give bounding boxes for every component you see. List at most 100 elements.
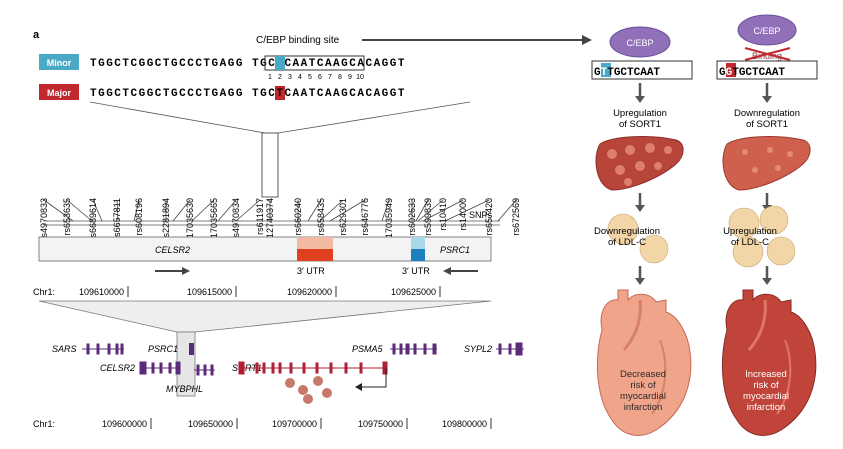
minor-sequence: TGGCTCGGCTGCCCTGAGGTTGCTCAATCAAGCACAGGT [90, 58, 406, 70]
celsr2-direction-head [182, 267, 190, 275]
snp-label: rs608196 [134, 198, 144, 236]
arrow-minor-3 [635, 266, 645, 285]
liver-minor [595, 136, 684, 191]
site-box-minor [591, 60, 693, 80]
snp-stem [497, 199, 517, 222]
chr-tick-label: 109650000 [188, 419, 233, 429]
site-position: 10 [356, 74, 364, 81]
site-box-major [716, 60, 818, 80]
chr-label-bottom: Chr1: [33, 419, 55, 429]
snp-label: rs611917 [255, 198, 265, 235]
sort1-tss-arrow [362, 368, 387, 388]
chr-tick-label: 109625000 [391, 287, 436, 297]
snp-label: rs10410 [438, 198, 448, 231]
gene-model-celsr2 [139, 361, 181, 375]
arrow-major-1 [762, 83, 772, 103]
chr-ticks-bottom: 109600000 109650000 109700000 109750000 1098… [102, 418, 492, 429]
gene-model-sort1 [238, 361, 388, 375]
snp-stem [444, 199, 490, 222]
snp-stem [116, 199, 119, 222]
site-seq-major: GGTGCTCAAT [719, 67, 785, 79]
chr-tick-label: 109700000 [272, 419, 317, 429]
snp-label: rs646776 [360, 198, 370, 236]
minor-variant-highlight [275, 56, 285, 70]
cebp-label-major: C/EBP [753, 26, 780, 36]
site-position: 8 [338, 74, 342, 81]
snp-highlight-box [261, 132, 279, 198]
minor-badge-label: Minor [47, 58, 72, 68]
major-badge-label: Major [47, 88, 72, 98]
snp-stem [172, 199, 191, 222]
gene-psrc1-top: PSRC1 [440, 245, 470, 255]
gene-mybphl: MYBPHL [166, 384, 203, 394]
site-position: 6 [318, 74, 322, 81]
snp-label: rs602633 [407, 198, 417, 236]
site-position: 9 [348, 74, 352, 81]
snp-label: rs599839 [423, 198, 433, 236]
snp-label: rs629301 [338, 198, 348, 236]
snp-stem [415, 199, 429, 222]
snp-stem [307, 199, 322, 222]
chr-label-top: Chr1: [33, 287, 55, 297]
gene-sypl2: SYPL2 [464, 344, 492, 354]
snp-stem [329, 199, 366, 222]
arrow-minor-2 [635, 193, 645, 212]
snp-label: rs14000 [458, 198, 468, 231]
psrc1-direction-head [443, 267, 451, 275]
gene-psma5: PSMA5 [352, 344, 384, 354]
snp-stem [92, 199, 103, 222]
site-position: 5 [308, 74, 312, 81]
snp-stem [422, 199, 464, 222]
gene-model-sars [82, 343, 124, 355]
arrow-major-3 [762, 266, 772, 285]
snp-label: rs17035665 [209, 198, 219, 246]
celsr2-utr-lower [297, 249, 333, 261]
minor-badge [39, 54, 79, 70]
site-variant-minor-highlight [601, 63, 611, 77]
gene-model-mybphl [194, 364, 215, 376]
snp-label: rs12740374 [265, 198, 275, 246]
site-position: 4 [298, 74, 302, 81]
gene-celsr2-bottom: CELSR2 [100, 363, 135, 373]
binding-cross-2 [744, 47, 791, 61]
snp-label: rs4970834 [231, 198, 241, 241]
heart-major [721, 289, 817, 436]
chr-tick-label: 109600000 [102, 419, 147, 429]
cebp-protein-major [737, 14, 797, 46]
utr-label-right: 3′ UTR [402, 266, 430, 276]
snp-label: rs658435 [316, 198, 326, 236]
snp-stem [191, 199, 215, 222]
snp-label: rs17035949 [384, 198, 394, 246]
snp-stem [217, 199, 237, 222]
snp-label: rs660240 [293, 198, 303, 236]
panel-label: a [33, 29, 40, 41]
sort1-tss-head [355, 383, 362, 391]
gene-model-sypl2 [496, 342, 524, 356]
cebp-protein-minor [609, 26, 671, 58]
protein-dots [285, 376, 332, 404]
chr-tick-label: 109800000 [442, 419, 487, 429]
arrow-head-right [582, 35, 592, 45]
site-variant-major-highlight [726, 63, 736, 77]
zoom-line-right [277, 101, 471, 134]
cebp-site-label: C/EBP binding site [256, 35, 340, 46]
chr-tick-label: 109750000 [358, 419, 403, 429]
gene-sars: SARS [52, 344, 77, 354]
chr-tick-label: 109610000 [79, 287, 124, 297]
snp-label: rs2281894 [161, 198, 171, 241]
site-position: 2 [278, 74, 282, 81]
zoom-line-left [89, 101, 266, 134]
arrow-minor-1 [635, 83, 645, 103]
psrc1-utr-upper [411, 237, 425, 249]
snp-stem [133, 199, 140, 222]
site-position: 3 [288, 74, 292, 81]
snp-label: rs6657811 [112, 198, 122, 240]
major-badge [39, 84, 79, 100]
snp-label: rs6689614 [88, 198, 98, 241]
